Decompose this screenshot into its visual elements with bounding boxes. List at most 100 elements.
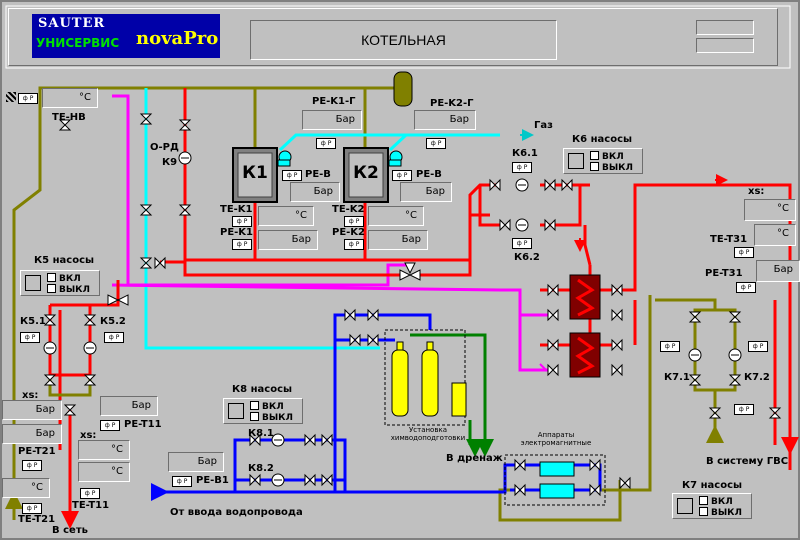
label-k7-2: К7.2	[744, 372, 770, 383]
k5-on-option[interactable]: ВКЛ	[47, 273, 99, 284]
pump-k9-icon[interactable]	[178, 151, 192, 165]
sensor-k5-1[interactable]: ф P	[20, 332, 40, 343]
sensor-te-t21[interactable]: ф P	[22, 503, 42, 514]
value-te-k1: °C	[258, 206, 314, 226]
value-pe-k2-g: Бар	[414, 110, 476, 130]
boiler-k1[interactable]	[232, 147, 278, 203]
value-te-k2: °C	[368, 206, 424, 226]
pump-k7-1-icon[interactable]	[688, 348, 702, 362]
value-pe-t11: Бар	[100, 396, 158, 416]
pump-k8-1-icon[interactable]	[271, 433, 285, 447]
label-k5-2: К5.2	[100, 316, 126, 327]
k8-on-checkbox[interactable]	[250, 401, 259, 410]
value-xs-l: Бар	[2, 400, 62, 420]
sensor-te-k2[interactable]: ф P	[344, 216, 364, 227]
label-k9: К9	[162, 157, 178, 168]
sensor-pe-v1[interactable]: ф P	[172, 476, 192, 487]
boiler-k2-label: К2	[353, 163, 379, 183]
label-from-water: От ввода водопровода	[170, 507, 303, 518]
label-te-nv: TE-HB	[52, 112, 86, 123]
title-box: КОТЕЛЬНАЯ	[250, 20, 557, 60]
k6-on-checkbox[interactable]	[590, 151, 599, 160]
value-pe-t21: Бар	[2, 424, 62, 444]
k8-off-option[interactable]: ВЫКЛ	[250, 412, 302, 423]
label-pe-t11: PE-T11	[124, 419, 162, 430]
k5-on-checkbox[interactable]	[47, 273, 56, 282]
k7-panel-icon[interactable]	[677, 498, 693, 514]
k8-on-option[interactable]: ВКЛ	[250, 401, 302, 412]
value-pe-v-1: Бар	[290, 182, 340, 202]
menu-slot-1[interactable]	[696, 20, 754, 35]
k6-on-option[interactable]: ВКЛ	[590, 151, 642, 162]
sensor-k6-2[interactable]: ф P	[512, 238, 532, 249]
pump-k5-1-icon[interactable]	[43, 341, 57, 355]
k5-panel-title: К5 насосы	[34, 255, 95, 266]
sensor-pe-k2-g[interactable]: ф P	[426, 138, 446, 149]
label-gas: Газ	[534, 120, 553, 131]
valve-icons[interactable]	[43, 113, 782, 497]
k5-return	[48, 375, 92, 397]
k6-panel-title: К6 насосы	[572, 134, 633, 145]
k7-off-option[interactable]: ВЫКЛ	[699, 507, 751, 518]
heat-exchanger-1[interactable]	[569, 274, 601, 320]
sensor-pe-v-1[interactable]: ф P	[282, 170, 302, 181]
pump-k7-2-icon[interactable]	[728, 348, 742, 362]
black-line	[384, 329, 606, 506]
value-xs-r1: °C	[744, 199, 796, 221]
pump-k8-2-icon[interactable]	[271, 473, 285, 487]
label-pe-k1: PE-K1	[220, 227, 254, 238]
sensor-pe-k1[interactable]: ф P	[232, 239, 252, 250]
sensor-pe-t21[interactable]: ф P	[22, 460, 42, 471]
sensor-pe-k2[interactable]: ф P	[344, 239, 364, 250]
sensor-pe-t11[interactable]: ф P	[100, 420, 120, 431]
k8-off-label: ВЫКЛ	[262, 413, 294, 423]
label-k5-1: К5.1	[20, 316, 46, 327]
k6-on-label: ВКЛ	[602, 152, 624, 162]
k7-pump-panel: ВКЛ ВЫКЛ	[672, 493, 752, 519]
sensor-pe-v-2[interactable]: ф P	[392, 170, 412, 181]
sensor-k5-2[interactable]: ф P	[104, 332, 124, 343]
k5-pump-panel: ВКЛ ВЫКЛ	[20, 270, 100, 296]
sauter-logo: SAUTER УНИСЕРВИС novaPro	[32, 14, 220, 58]
burner-fan-k2	[388, 150, 403, 167]
k5-off-checkbox[interactable]	[47, 284, 56, 293]
menu-slot-2[interactable]	[696, 38, 754, 53]
k8-panel-title: К8 насосы	[232, 384, 293, 395]
k6-off-option[interactable]: ВЫКЛ	[590, 162, 642, 173]
pump-k6-1-icon[interactable]	[515, 178, 529, 192]
sensor-te-k1[interactable]: ф P	[232, 216, 252, 227]
k8-off-checkbox[interactable]	[250, 412, 259, 421]
sensor-pe-k1-g[interactable]: ф P	[316, 138, 336, 149]
sensor-k6-1[interactable]: ф P	[512, 162, 532, 173]
boiler-k2[interactable]	[343, 147, 389, 203]
k6-off-checkbox[interactable]	[590, 162, 599, 171]
sensor-te-nv[interactable]: ф P	[18, 93, 38, 104]
value-pe-t31: Бар	[756, 260, 800, 282]
sensor-k7-1[interactable]: ф P	[660, 341, 680, 352]
sensor-te-t31[interactable]: ф P	[734, 247, 754, 258]
label-k8-1: К8.1	[248, 428, 274, 439]
label-water-treatment: Установка химводоподготовки	[390, 426, 466, 442]
logo-line-3: novaPro	[136, 28, 219, 49]
label-te-k2: TE-K2	[332, 204, 365, 215]
k5-off-option[interactable]: ВЫКЛ	[47, 284, 99, 295]
label-pe-k1-g: PE-K1-Г	[312, 96, 356, 107]
sensor-pe-t31[interactable]: ф P	[736, 282, 756, 293]
k6-panel-icon[interactable]	[568, 153, 584, 169]
pump-k5-2-icon[interactable]	[83, 341, 97, 355]
sensor-te-t11[interactable]: ф P	[80, 488, 100, 499]
label-xs-right: xs:	[748, 186, 765, 197]
k7-on-option[interactable]: ВКЛ	[699, 496, 751, 507]
header-panel	[8, 8, 778, 66]
label-xs-left: xs:	[22, 390, 39, 401]
heat-exchanger-2[interactable]	[569, 332, 601, 378]
k7-on-checkbox[interactable]	[699, 496, 708, 505]
sensor-k7-2[interactable]: ф P	[748, 341, 768, 352]
pump-k6-2-icon[interactable]	[515, 218, 529, 232]
sensor-gvs[interactable]: ф P	[734, 404, 754, 415]
k7-off-checkbox[interactable]	[699, 507, 708, 516]
k5-panel-icon[interactable]	[25, 275, 41, 291]
label-pe-v1: PE-B1	[196, 475, 229, 486]
k8-panel-icon[interactable]	[228, 403, 244, 419]
